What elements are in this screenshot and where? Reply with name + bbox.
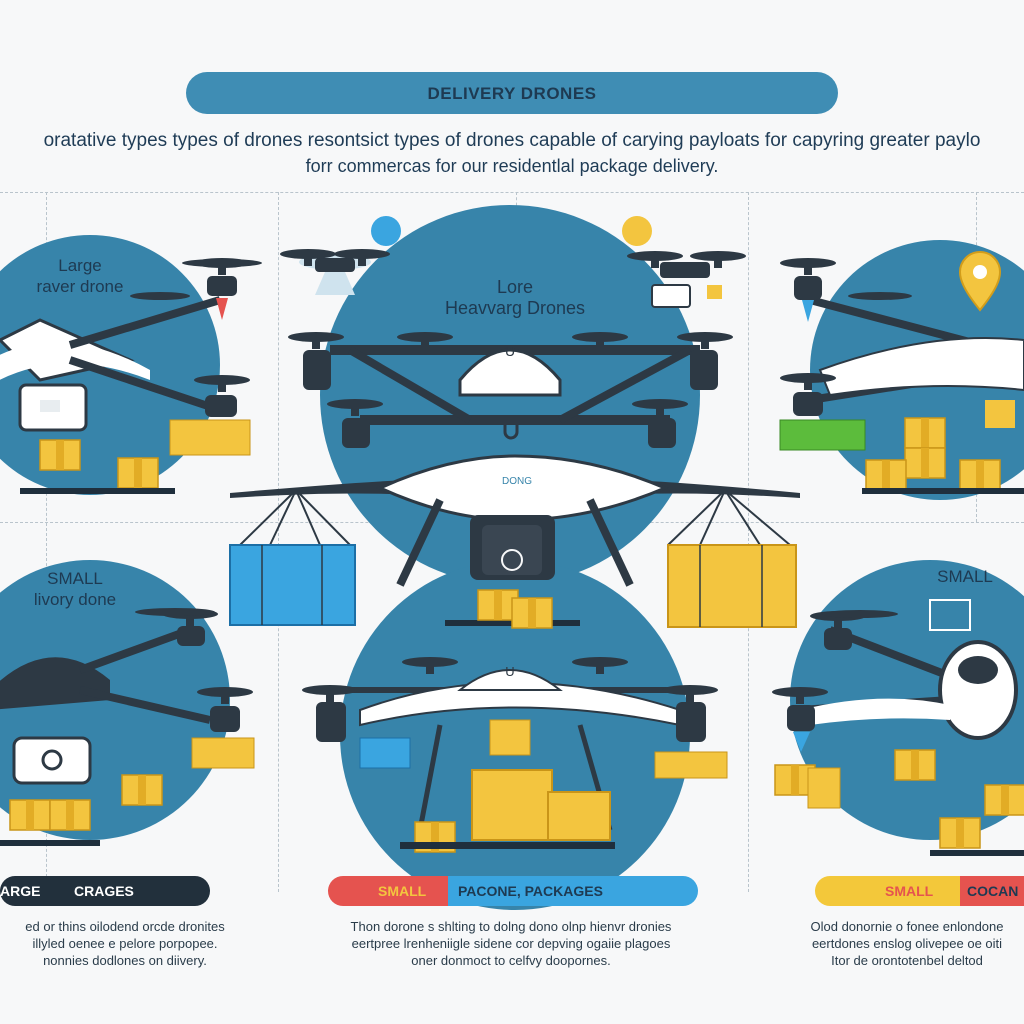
panel-label-line: livory done <box>33 590 117 609</box>
drone-mark-text: U <box>505 664 514 679</box>
category-pill-text: CRAGES <box>74 883 134 899</box>
large-drone-topleft <box>0 258 251 494</box>
divider <box>0 192 1024 193</box>
drone-mark-text: U <box>505 343 515 359</box>
blue-dot-icon <box>371 216 401 246</box>
caption-center: Thon dorone s shlting to dolng dono olnp… <box>296 918 726 969</box>
category-pill-small-right: SMALL COCAN <box>815 876 1024 906</box>
intro-text-line1: oratative types types of drones resontsi… <box>43 130 981 151</box>
mini-drone-left <box>280 249 390 295</box>
small-drone-bottomleft <box>0 609 255 846</box>
panel-label-small-drone: SMALL livory done <box>0 568 150 610</box>
caption-left: ed or thins oilodend orcde dronites illy… <box>0 918 250 969</box>
caption-line: eertpree lrenheniigle sidene cor depving… <box>351 936 671 951</box>
caption-right: Olod donornie o fonee enlondone eertdone… <box>790 918 1024 969</box>
drone-bottomright <box>772 599 1024 856</box>
panel-label-small-right: SMALL <box>920 566 1010 587</box>
category-pill-large: ARGE CRAGES <box>0 876 210 906</box>
panel-label-line: raver drone <box>36 277 124 296</box>
heavy-drone-main: DONG <box>229 454 800 629</box>
panel-label-line: Heavvarg Drones <box>444 298 586 318</box>
category-pill-text: ARGE <box>0 883 41 899</box>
panel-label-line: Lore <box>496 277 534 297</box>
caption-line: ed or thins oilodend orcde dronites <box>25 919 225 934</box>
category-pill-text: SMALL <box>378 883 427 899</box>
panel-label-heavy-drones: Lore Heavvarg Drones <box>400 277 630 319</box>
heavy-drone-upper: U <box>288 332 733 448</box>
caption-line: eertdones enslog olivepee oe oiti <box>811 936 1003 951</box>
caption-line: Thon dorone s shlting to dolng dono olnp… <box>350 919 672 934</box>
category-pill-text: COCAN <box>967 883 1019 899</box>
category-pill-text: SMALL <box>885 883 934 899</box>
divider <box>748 192 749 892</box>
panel-label-line: SMALL <box>47 569 103 588</box>
title-text: DELIVERY DRONES <box>427 84 597 103</box>
divider <box>46 192 47 892</box>
panel-label-large-drone: Large raver drone <box>0 255 160 297</box>
panel-label-line: Large <box>58 256 102 275</box>
title-banner: DELIVERY DRONES <box>186 72 838 114</box>
caption-line: Olod donornie o fonee enlondone <box>810 919 1004 934</box>
caption-line: nonnies dodlones on diivery. <box>43 953 207 968</box>
category-pill-small-packages: SMALL PACONE, PACKAGES <box>328 876 698 906</box>
category-pill-text: PACONE, PACKAGES <box>458 883 603 899</box>
yellow-dot-icon <box>622 216 652 246</box>
divider <box>278 192 279 892</box>
panel-label-line: SMALL <box>937 567 993 586</box>
caption-line: illyled oenee e pelore porpopee. <box>32 936 218 951</box>
intro-text-line2: forr commercas for our residentlal packa… <box>305 156 719 176</box>
drone-brand-text: DONG <box>502 476 532 487</box>
drone-center-lower: U <box>302 657 728 853</box>
drone-topright <box>779 258 1024 494</box>
location-pin-icon <box>958 251 1002 312</box>
caption-line: oner donmoct to celfvy doopornes. <box>411 953 611 968</box>
caption-line: Itor de orontotenbel deltod <box>831 953 983 968</box>
mini-drone-right <box>627 251 746 308</box>
